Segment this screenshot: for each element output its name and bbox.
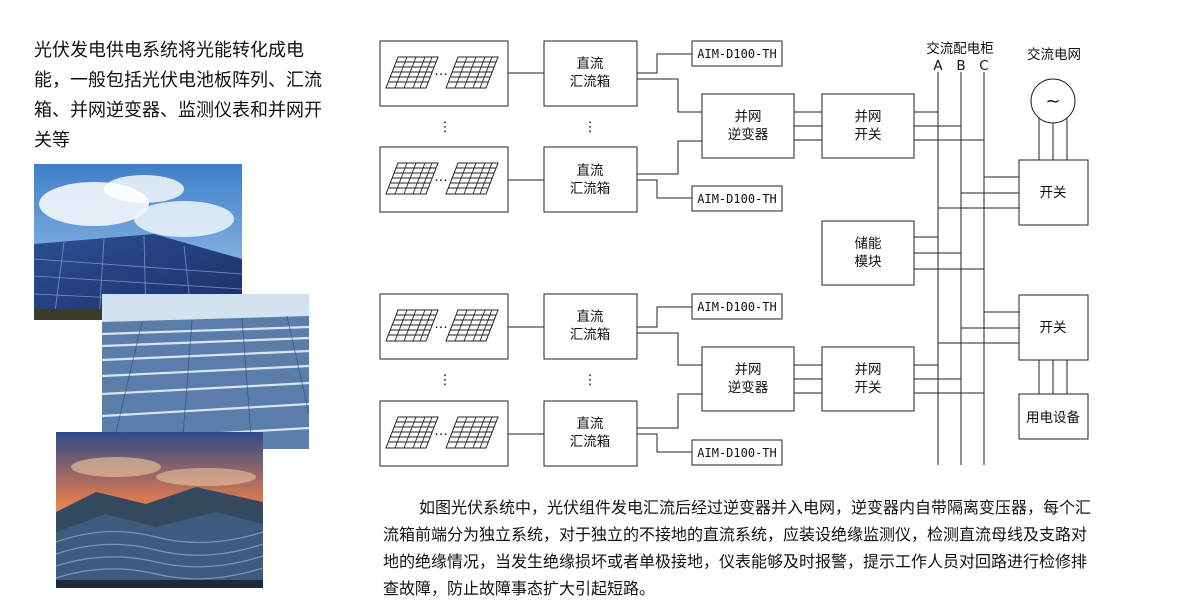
vertical-ellipsis: ⋮ bbox=[583, 372, 597, 388]
inverter-box-2 bbox=[701, 346, 795, 412]
combiner-label-line1: 直流 bbox=[577, 309, 605, 325]
grid-switch-box-2 bbox=[821, 346, 915, 412]
description-text: 如图光伏系统中，光伏组件发电汇流后经过逆变器并入电网，逆变器内自带隔离变压器，每… bbox=[383, 498, 1092, 598]
solar-farm-photo bbox=[102, 294, 309, 449]
inverter-label-line1: 并网 bbox=[735, 362, 762, 378]
storage-module-box bbox=[821, 220, 915, 286]
combiner-label-line2: 汇流箱 bbox=[570, 327, 611, 343]
panel-ellipsis: … bbox=[434, 316, 448, 332]
grid-switch-box-1 bbox=[821, 93, 915, 159]
vertical-ellipsis: ⋮ bbox=[438, 372, 452, 388]
panel-ellipsis: … bbox=[434, 63, 448, 79]
monitor-label: AIM-D100-TH bbox=[697, 192, 776, 206]
phase-a-label: A bbox=[933, 58, 943, 74]
inverter-label-line1: 并网 bbox=[735, 109, 762, 125]
combiner-label-line1: 直流 bbox=[577, 56, 605, 72]
mountain-solar-photo bbox=[56, 432, 263, 588]
vertical-ellipsis: ⋮ bbox=[438, 119, 452, 135]
intro-text: 光伏发电供电系统将光能转化成电能，一般包括光伏电池板阵列、汇流箱、并网逆变器、监… bbox=[34, 40, 322, 151]
panel-ellipsis: … bbox=[434, 423, 448, 439]
combiner-label-line2: 汇流箱 bbox=[570, 434, 611, 450]
ac-wave-symbol: ~ bbox=[1045, 91, 1060, 112]
phase-b-label: B bbox=[956, 58, 965, 74]
phase-c-label: C bbox=[979, 58, 988, 74]
switch-label: 开关 bbox=[1040, 320, 1067, 336]
grid-switch-label-line1: 并网 bbox=[855, 109, 882, 125]
panel-ellipsis: … bbox=[434, 169, 448, 185]
ac-grid-label: 交流电网 bbox=[1027, 46, 1081, 63]
load-device-label: 用电设备 bbox=[1026, 409, 1080, 426]
inverter-label-line2: 逆变器 bbox=[728, 380, 769, 396]
ac-cabinet-label: 交流配电柜 bbox=[926, 40, 994, 57]
monitor-label: AIM-D100-TH bbox=[697, 47, 776, 61]
inverter-box-1 bbox=[701, 93, 795, 159]
combiner-label-line1: 直流 bbox=[577, 163, 605, 179]
grid-switch-label-line2: 开关 bbox=[855, 380, 882, 396]
combiner-box-2 bbox=[543, 146, 638, 213]
grid-switch-label-line1: 并网 bbox=[855, 362, 882, 378]
vertical-ellipsis: ⋮ bbox=[583, 119, 597, 135]
combiner-label-line1: 直流 bbox=[577, 416, 605, 432]
combiner-label-line2: 汇流箱 bbox=[570, 74, 611, 90]
pv-panel-icons bbox=[385, 56, 499, 449]
grid-switch-label-line2: 开关 bbox=[855, 127, 882, 143]
inverter-label-line2: 逆变器 bbox=[728, 127, 769, 143]
monitor-label: AIM-D100-TH bbox=[697, 446, 776, 460]
switch-label: 开关 bbox=[1040, 185, 1067, 201]
storage-label-line2: 模块 bbox=[855, 254, 883, 270]
storage-label-line1: 储能 bbox=[855, 236, 882, 252]
combiner-label-line2: 汇流箱 bbox=[570, 181, 611, 197]
monitor-label: AIM-D100-TH bbox=[697, 300, 776, 314]
